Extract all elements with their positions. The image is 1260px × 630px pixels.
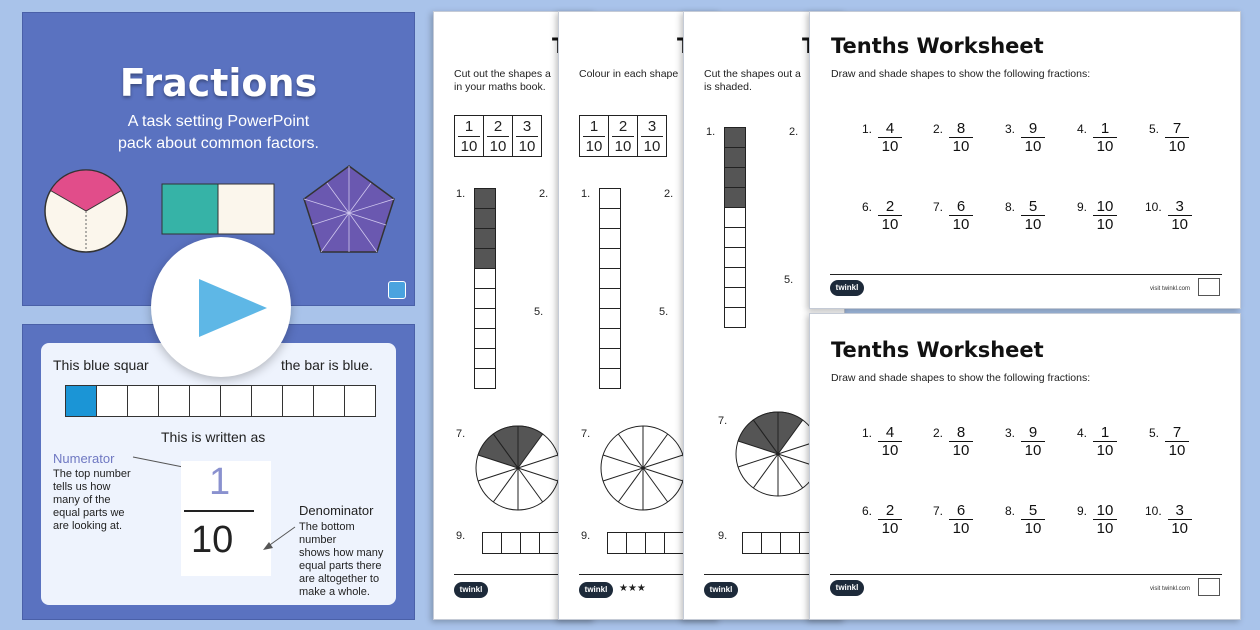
footer-line <box>830 574 1222 575</box>
numerator-label: Numerator <box>53 451 115 466</box>
slide-title: Fractions <box>119 61 318 105</box>
twinkl-logo: twinkl <box>579 582 613 598</box>
tenths-worksheet-title: Tenths Worksheet <box>831 34 1044 58</box>
circle-tenths-shaded-icon <box>475 425 561 511</box>
partner-logo-icon <box>1198 578 1220 596</box>
blue-square-sentence-right: the bar is blue. <box>281 357 373 373</box>
twinkl-logo-icon <box>388 281 406 299</box>
play-button[interactable] <box>151 237 291 377</box>
slide-numerator-denominator[interactable]: This blue squar the bar is blue. This is… <box>22 324 415 620</box>
column-bar <box>724 127 746 328</box>
footer-line <box>454 574 594 575</box>
denominator-label: Denominator <box>299 503 374 518</box>
footer-website: visit twinkl.com <box>1150 286 1191 292</box>
question-number: 5. <box>784 274 794 286</box>
slide-content-panel: This blue squar the bar is blue. This is… <box>41 343 396 605</box>
twinkl-logo: twinkl <box>830 280 864 296</box>
twinkl-logo: twinkl <box>704 582 738 598</box>
question-number: 5. <box>659 306 669 318</box>
rectangle-halves-icon <box>161 183 275 235</box>
circle-tenths-icon <box>600 425 686 511</box>
tenths-bar <box>65 385 376 417</box>
denominator-description: The bottom number shows how many equal p… <box>299 521 384 598</box>
question-number: 5. <box>534 306 544 318</box>
play-icon <box>199 279 267 337</box>
numerator-description: The top number tells us how many of the … <box>53 468 131 532</box>
question-number: 9. <box>718 530 728 542</box>
fraction-denominator: 10 <box>191 519 234 561</box>
footer-line <box>579 574 719 575</box>
tenths-worksheet-instruction: Draw and shade shapes to show the follow… <box>831 372 1091 384</box>
question-number: 9. <box>456 530 466 542</box>
tenths-worksheet-bottom[interactable]: Tenths Worksheet Draw and shade shapes t… <box>809 313 1241 620</box>
column-bar <box>474 188 496 389</box>
tenths-worksheet-instruction: Draw and shade shapes to show the follow… <box>831 68 1091 80</box>
twinkl-logo: twinkl <box>830 580 864 596</box>
circle-thirds-icon <box>44 169 128 253</box>
footer-line <box>704 574 844 575</box>
denominator-arrow-icon <box>263 526 296 550</box>
question-number: 9. <box>581 530 591 542</box>
footer-website: visit twinkl.com <box>1150 586 1191 592</box>
difficulty-stars: ★★★ <box>619 583 646 594</box>
question-number: 1. <box>706 126 716 138</box>
question-number: 7. <box>581 428 591 440</box>
tenths-worksheet-top[interactable]: Tenths Worksheet Draw and shade shapes t… <box>809 11 1241 309</box>
pentagon-tenths-icon <box>303 165 395 253</box>
question-number: 2. <box>664 188 674 200</box>
partner-logo-icon <box>1198 278 1220 296</box>
circle-tenths-shaded-icon <box>735 411 821 497</box>
slide-fractions-title[interactable]: Fractions A task setting PowerPoint pack… <box>22 12 415 306</box>
written-as-text: This is written as <box>161 429 266 445</box>
question-number: 7. <box>456 428 466 440</box>
worksheet-instruction: Colour in each shape <box>579 68 679 80</box>
slide-subtitle: A task setting PowerPoint pack about com… <box>118 113 319 152</box>
fraction-numerator: 1 <box>209 461 231 503</box>
question-number: 1. <box>581 188 591 200</box>
question-number: 7. <box>718 415 728 427</box>
question-number: 1. <box>456 188 466 200</box>
fraction-card <box>181 461 271 576</box>
question-number: 2. <box>539 188 549 200</box>
tenths-worksheet-title: Tenths Worksheet <box>831 338 1044 362</box>
twinkl-logo: twinkl <box>454 582 488 598</box>
footer-line <box>830 274 1222 275</box>
column-bar <box>599 188 621 389</box>
question-number: 2. <box>789 126 799 138</box>
blue-square-sentence-left: This blue squar <box>53 357 149 373</box>
fraction-line <box>184 510 254 512</box>
